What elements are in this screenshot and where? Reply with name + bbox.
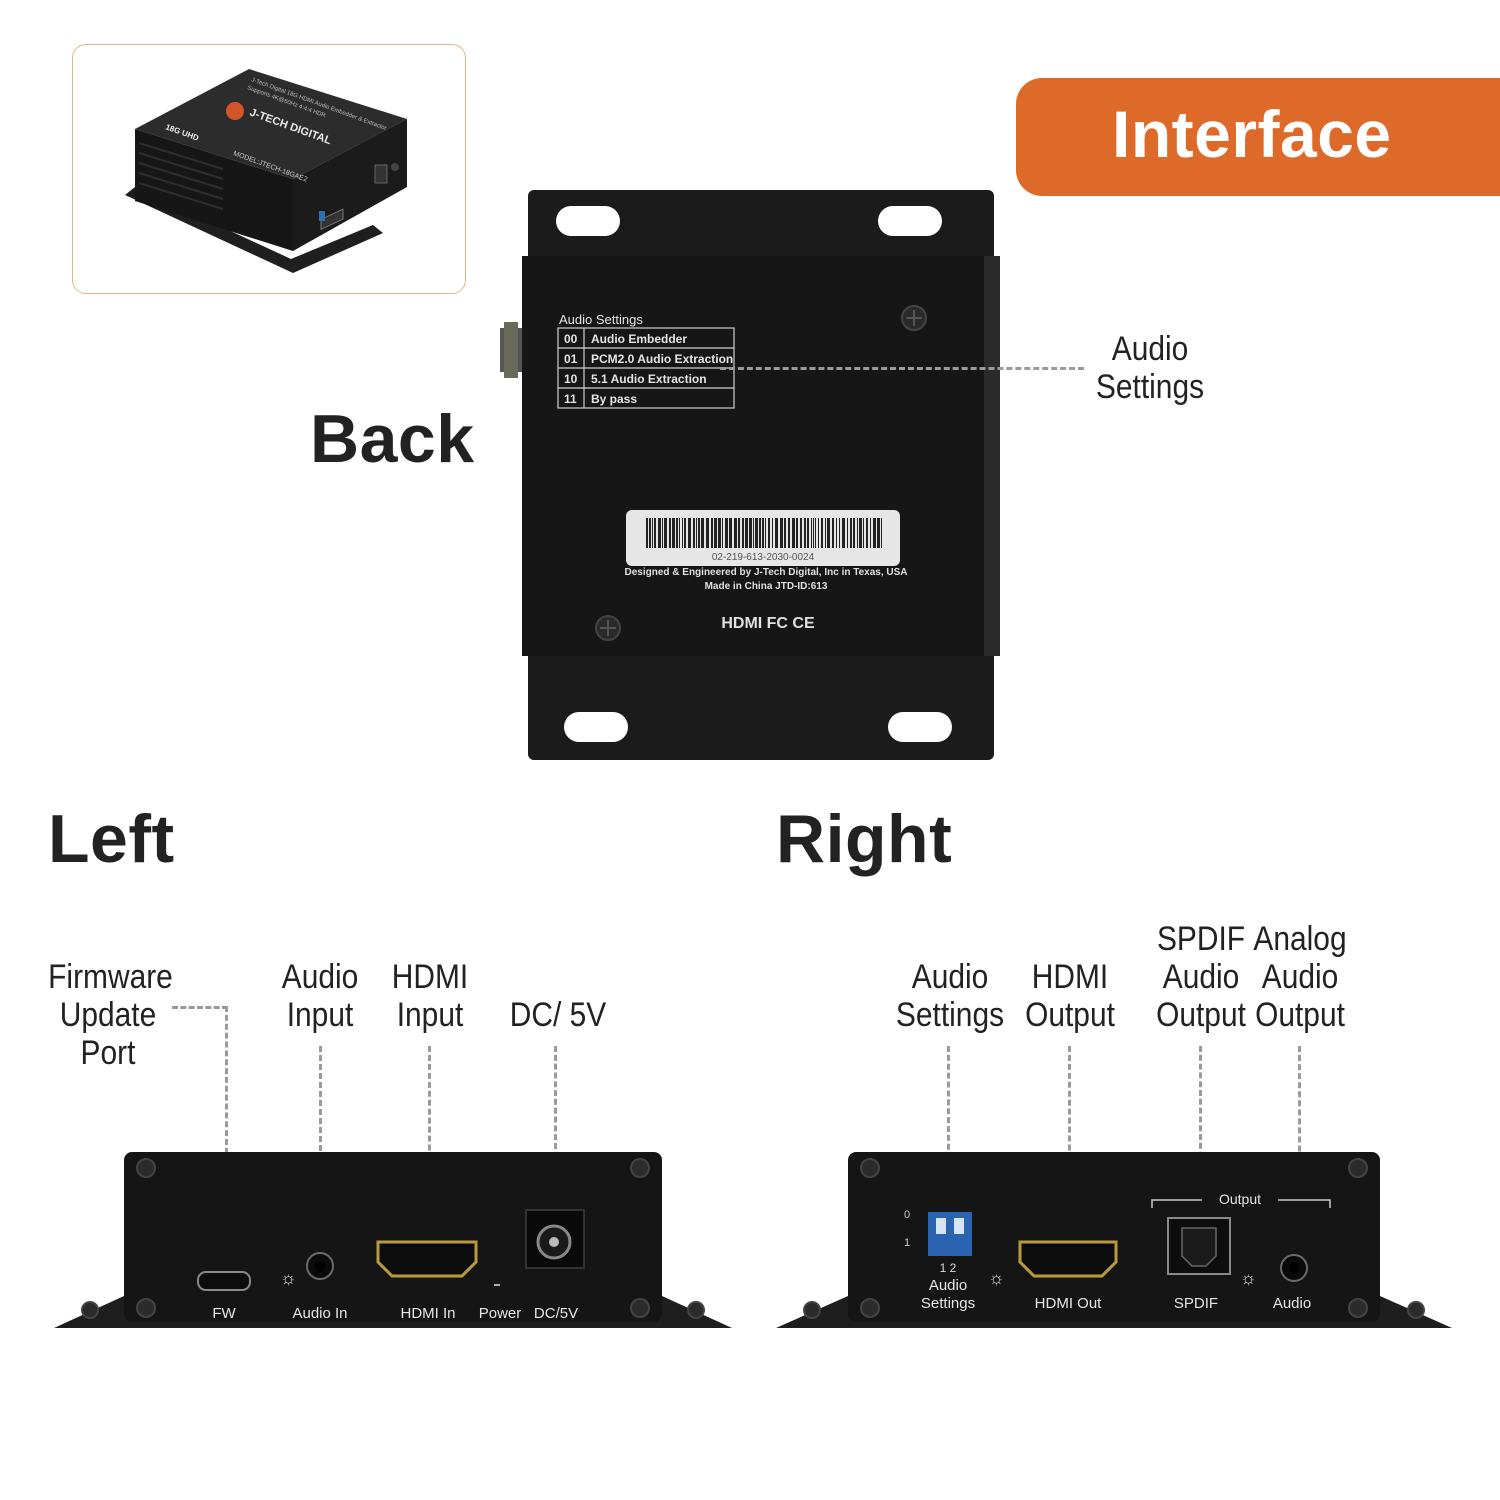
hdmi-input-callout: HDMI Input — [377, 958, 483, 1034]
left-heading: Left — [48, 801, 175, 877]
audio-setting-mode: By pass — [591, 392, 637, 406]
back-callout-line — [720, 367, 1084, 370]
audio-settings-table-title: Audio Settings — [559, 312, 643, 327]
callout-line: Audio — [1261, 958, 1339, 996]
right-audio-settings-callout: Audio Settings — [895, 958, 1004, 1034]
callout-line: Firmware — [48, 958, 173, 996]
audio-setting-mode: 5.1 Audio Extraction — [591, 372, 707, 386]
product-thumbnail-image: J-TECH DIGITAL J-Tech Digital 18G HDMI A… — [125, 69, 407, 273]
callout-line: Analog — [1253, 920, 1347, 958]
callout-line: Audio — [281, 958, 359, 996]
firmware-update-port-callout: Firmware Update Port — [48, 958, 173, 1072]
made-line: Made in China JTD-ID:613 — [705, 581, 828, 592]
led-icon: ☼ — [280, 1268, 297, 1288]
callout-line: SPDIF — [1156, 920, 1246, 958]
product-thumbnail-frame: J-TECH DIGITAL J-Tech Digital 18G HDMI A… — [72, 44, 466, 294]
dc-callout-line — [554, 1046, 557, 1246]
callout-line: Audio — [911, 958, 989, 996]
back-heading: Back — [310, 401, 475, 477]
callout-line: Output — [1156, 996, 1246, 1034]
left-panel: ☼ FW Audio In HDMI In Power DC/5V — [54, 1148, 732, 1332]
callout-line: Update — [59, 996, 157, 1034]
hdmi-output-callout-line — [1068, 1046, 1071, 1240]
back-panel-image: Audio Settings 00 Audio Embedder 01 PCM2… — [500, 190, 1000, 760]
dc-5v-callout: DC/ 5V — [498, 996, 618, 1034]
audio-label: Audio — [1273, 1295, 1311, 1312]
back-panel: Audio Settings 00 Audio Embedder 01 PCM2… — [500, 190, 1008, 760]
led-icon: ☼ — [1240, 1268, 1257, 1288]
firmware-callout-line-v — [225, 1006, 228, 1278]
callout-line: HDMI — [1031, 958, 1109, 996]
hdmi-output-callout: HDMI Output — [1017, 958, 1123, 1034]
callout-line: Output — [1255, 996, 1345, 1034]
audio-setting-code: 11 — [564, 392, 577, 406]
spdif-callout-line — [1199, 1046, 1202, 1228]
callout-line: Input — [286, 996, 354, 1034]
callout-line: Port — [80, 1034, 136, 1072]
dip-numbers: 1 2 — [940, 1261, 957, 1275]
audio-setting-mode: PCM2.0 Audio Extraction — [591, 352, 733, 366]
left-panel-image: ☼ FW Audio In HDMI In Power DC/5V — [54, 1152, 732, 1328]
callout-line: Audio — [1162, 958, 1240, 996]
designed-line: Designed & Engineered by J-Tech Digital,… — [624, 567, 907, 578]
audio-setting-code: 00 — [564, 332, 578, 346]
callout-line: HDMI — [391, 958, 469, 996]
callout-line: DC/ 5V — [509, 996, 607, 1034]
dc-label: DC/5V — [534, 1305, 578, 1322]
hdmi-out-label: HDMI Out — [1035, 1295, 1103, 1312]
interface-badge: Interface — [1016, 78, 1500, 196]
audio-in-label: Audio In — [292, 1305, 347, 1322]
fw-label: FW — [212, 1305, 236, 1322]
callout-line: Settings — [895, 996, 1005, 1034]
fw-port — [197, 1271, 251, 1291]
hdmi-in-port — [376, 1240, 478, 1278]
hdmi-in-label: HDMI In — [400, 1305, 455, 1322]
audio-settings-callout-line — [947, 1046, 950, 1212]
certification-logos: HDMI FC CE — [721, 615, 815, 632]
output-group-label: Output — [1219, 1191, 1261, 1207]
audio-settings-label-2: Settings — [921, 1295, 975, 1312]
audio-input-callout: Audio Input — [267, 958, 373, 1034]
dip-one-label: 1 — [904, 1237, 910, 1249]
power-led — [494, 1284, 500, 1286]
analog-callout-line — [1298, 1046, 1301, 1242]
back-audio-settings-callout: Audio Settings — [1087, 330, 1214, 406]
spdif-label: SPDIF — [1174, 1295, 1218, 1312]
dip-switch[interactable] — [928, 1212, 972, 1256]
right-heading: Right — [776, 801, 953, 877]
led-icon: ☼ — [988, 1268, 1005, 1288]
spdif-audio-output-callout: SPDIF Audio Output — [1149, 920, 1253, 1034]
interface-title: Interface — [1112, 97, 1392, 171]
callout-line: Audio — [1111, 330, 1189, 368]
power-label: Power — [479, 1305, 522, 1322]
audio-setting-code: 01 — [564, 352, 578, 366]
audio-setting-mode: Audio Embedder — [591, 332, 687, 346]
serial-number: 02-219-613-2030-0024 — [712, 552, 815, 563]
audio-settings-label-1: Audio — [929, 1277, 967, 1294]
callout-line: Output — [1025, 996, 1115, 1034]
analog-audio-output-callout: Analog Audio Output — [1245, 920, 1354, 1034]
firmware-callout-line-h — [172, 1006, 228, 1009]
callout-line: Settings — [1095, 368, 1205, 406]
audio-setting-code: 10 — [564, 372, 578, 386]
barcode — [646, 518, 882, 548]
right-panel: 0 1 1 2 Audio Settings ☼ HDMI Out Output… — [776, 1148, 1452, 1332]
hdmi-out-port — [1018, 1240, 1118, 1278]
callout-line: Input — [396, 996, 464, 1034]
right-panel-image: 0 1 1 2 Audio Settings ☼ HDMI Out Output… — [776, 1152, 1452, 1328]
dip-zero-label: 0 — [904, 1209, 910, 1221]
